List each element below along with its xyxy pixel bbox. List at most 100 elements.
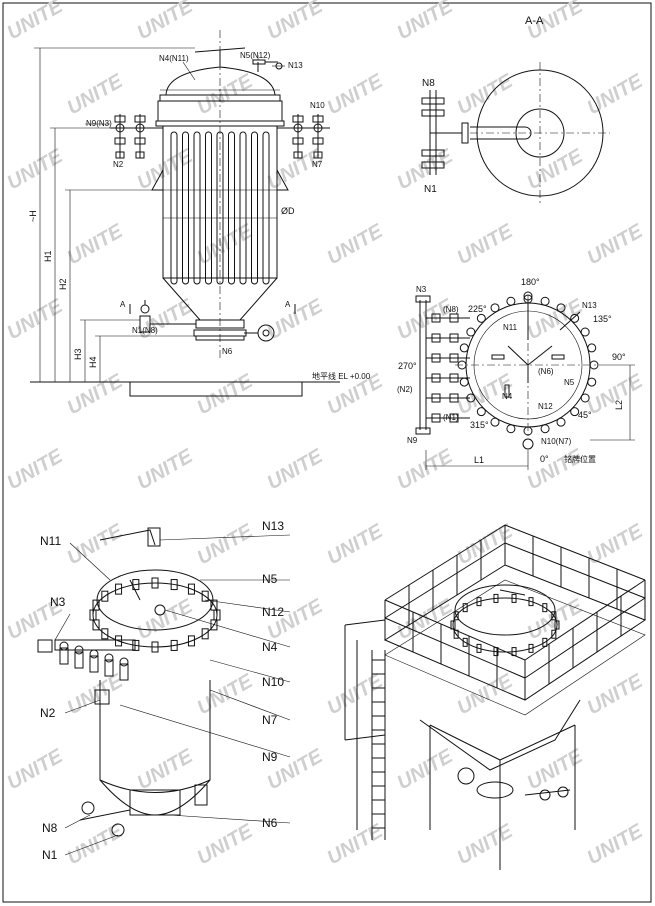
dim-h2: H2 bbox=[58, 278, 68, 290]
iso-valve-end bbox=[37, 639, 53, 653]
top-label-n4: N4 bbox=[502, 392, 513, 401]
flange-bolt bbox=[459, 377, 469, 387]
label-n7: N7 bbox=[312, 160, 323, 169]
label-n6: N6 bbox=[222, 347, 233, 356]
watermark-text: UNITE bbox=[324, 220, 388, 269]
top-label-n1: (N1) bbox=[443, 413, 459, 422]
section-aa bbox=[421, 62, 610, 205]
valve-body bbox=[292, 137, 304, 145]
manifold-cap bbox=[415, 295, 431, 303]
filter-tube bbox=[170, 131, 178, 285]
flange-bolt bbox=[466, 327, 476, 337]
iso-label-n5: N5 bbox=[262, 572, 278, 586]
valve-flange bbox=[115, 151, 125, 159]
branch-valve bbox=[431, 413, 441, 423]
filter-tube bbox=[262, 131, 270, 285]
branch-valve bbox=[449, 393, 459, 403]
dim-l1: L1 bbox=[474, 455, 484, 465]
branch-valve bbox=[431, 333, 441, 343]
label-n5: N5(N12) bbox=[240, 51, 271, 60]
watermark-text: UNITE bbox=[454, 670, 518, 719]
iso-valve-end bbox=[94, 689, 110, 705]
watermark-text: UNITE bbox=[524, 145, 588, 194]
watermark-text: UNITE bbox=[524, 445, 588, 494]
filter-tube bbox=[239, 131, 247, 285]
valve-wheel bbox=[135, 123, 145, 133]
iso-label-n2: N2 bbox=[40, 706, 56, 720]
filter-tube bbox=[205, 131, 212, 285]
iso-right-bolt bbox=[511, 647, 517, 657]
iso-right-bolt bbox=[511, 593, 517, 603]
flange-bolt bbox=[506, 296, 516, 306]
iso-valve bbox=[104, 659, 114, 677]
watermark-text: UNITE bbox=[134, 595, 198, 644]
top-label-n3: N3 bbox=[416, 285, 427, 294]
flange-bolt bbox=[587, 377, 597, 387]
front-view-labels: N4(N11) N5(N12) N13 N9(N3) N10 N2 N7 N1(… bbox=[28, 51, 371, 381]
watermark-text: UNITE bbox=[324, 820, 388, 869]
iso-right-bolt bbox=[542, 603, 548, 613]
ground-label: 地平线 EL +0.00 bbox=[312, 371, 371, 381]
nameplate-label: 铭牌位置 bbox=[564, 454, 596, 464]
iso-valve bbox=[74, 651, 84, 669]
angle-90: 90° bbox=[612, 352, 626, 362]
watermark-text: UNITE bbox=[4, 745, 68, 794]
iso-right-bolt bbox=[554, 620, 560, 630]
watermark-text: UNITE bbox=[64, 520, 128, 569]
branch-valve bbox=[431, 393, 441, 403]
valve-body bbox=[134, 137, 146, 145]
iso-right-bolt bbox=[462, 603, 468, 613]
watermark-text: UNITE bbox=[584, 370, 648, 419]
watermark-text: UNITE bbox=[4, 0, 68, 44]
iso-bolt bbox=[132, 639, 140, 651]
angle-225: 225° bbox=[468, 304, 487, 314]
branch-valve bbox=[449, 353, 459, 363]
flange-bolt bbox=[580, 393, 590, 403]
iso-label-n9: N9 bbox=[262, 750, 278, 764]
watermark-text: UNITE bbox=[194, 820, 258, 869]
watermark-text: UNITE bbox=[394, 745, 458, 794]
angle-270: 270° bbox=[398, 361, 417, 371]
valve-body bbox=[312, 137, 324, 145]
flange-bolt bbox=[476, 313, 486, 323]
valve-wheel bbox=[293, 123, 303, 133]
iso-right-bolt bbox=[476, 643, 482, 653]
iso-valve bbox=[59, 647, 69, 665]
front-view bbox=[30, 30, 340, 397]
iso-right-bolt bbox=[453, 629, 459, 639]
valve-wheel bbox=[115, 123, 125, 133]
valve-body bbox=[114, 137, 126, 145]
valve-flange bbox=[135, 151, 145, 159]
watermark-text: UNITE bbox=[454, 520, 518, 569]
iso-bolt bbox=[170, 579, 178, 591]
valve-body bbox=[114, 115, 126, 123]
flange-bolt bbox=[556, 303, 566, 313]
iso-bolt bbox=[115, 583, 123, 595]
watermark-text: UNITE bbox=[524, 745, 588, 794]
watermark-text: UNITE bbox=[324, 70, 388, 119]
iso-valve-wheel bbox=[89, 649, 99, 659]
iso-left-labels: N11 N13 N3 N5 N12 N4 N10 N2 N7 N9 N8 N6 … bbox=[40, 519, 284, 862]
iso-bolt bbox=[101, 628, 109, 640]
angle-180: 180° bbox=[521, 277, 540, 287]
section-mark-right: A bbox=[285, 300, 291, 309]
valve-body bbox=[312, 115, 324, 123]
flange-bolt bbox=[570, 407, 580, 417]
flange-bolt bbox=[490, 417, 500, 427]
watermark-text: UNITE bbox=[194, 520, 258, 569]
label-n4: N4(N11) bbox=[159, 54, 189, 63]
flange-bolt bbox=[506, 424, 516, 434]
flange-bolt bbox=[476, 407, 486, 417]
watermark-text: UNITE bbox=[394, 445, 458, 494]
angle-135: 135° bbox=[593, 314, 612, 324]
iso-right-view bbox=[344, 524, 647, 870]
railing bbox=[384, 524, 506, 601]
iso-label-n6: N6 bbox=[262, 816, 278, 830]
filter-tube bbox=[228, 131, 235, 285]
watermark-text: UNITE bbox=[264, 0, 328, 44]
flange-bolt bbox=[556, 417, 566, 427]
iso-right-bolt bbox=[528, 597, 534, 607]
watermark-text: UNITE bbox=[134, 745, 198, 794]
